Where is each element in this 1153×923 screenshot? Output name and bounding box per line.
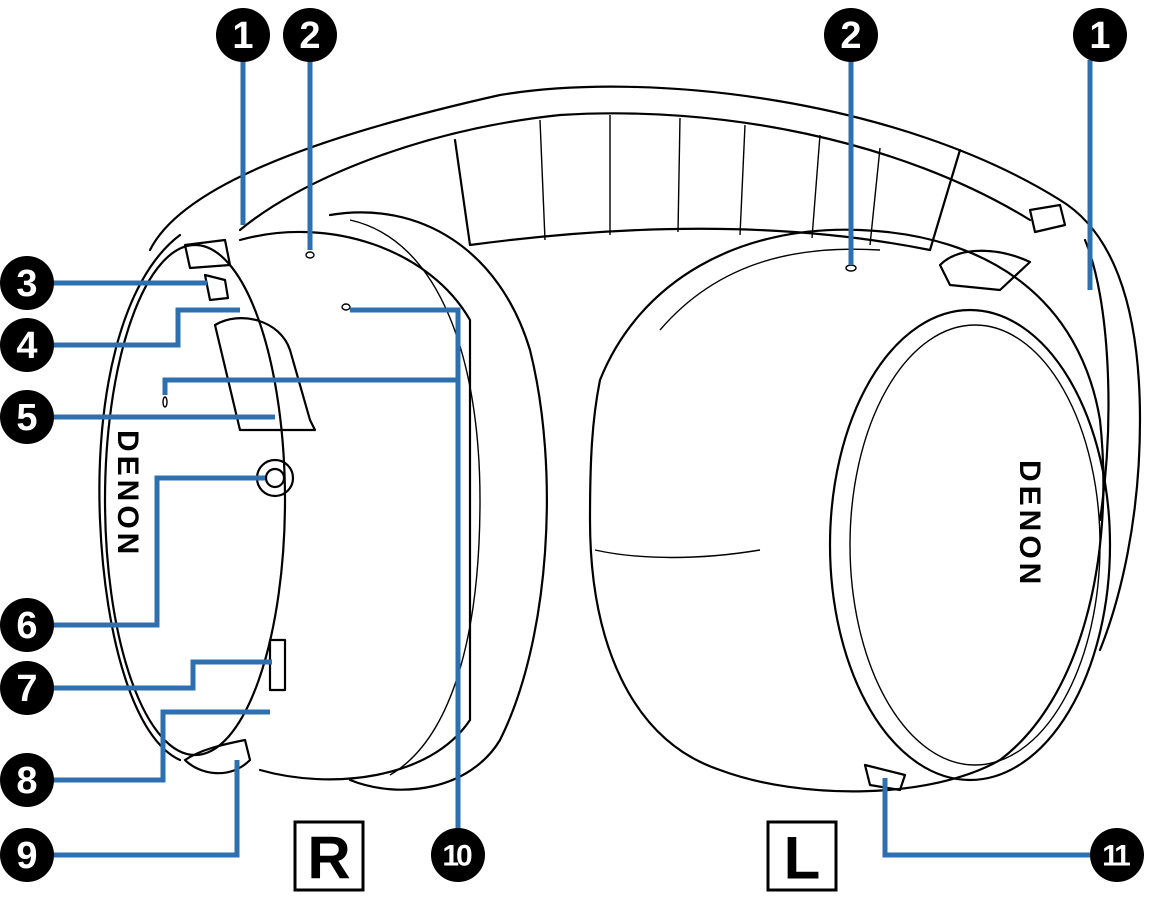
right-earcup: DENON	[98, 211, 548, 791]
svg-text:2: 2	[840, 15, 861, 57]
svg-text:6: 6	[16, 605, 37, 647]
svg-text:8: 8	[16, 760, 37, 802]
svg-text:4: 4	[16, 325, 37, 367]
callout-1-left: 1	[216, 8, 270, 62]
left-logo-text: DENON	[1013, 460, 1046, 588]
left-earcup: DENON	[588, 228, 1112, 793]
callout-3: 3	[0, 256, 54, 310]
callout-7: 7	[0, 661, 54, 715]
callout-2-left: 2	[283, 8, 337, 62]
svg-text:7: 7	[16, 668, 37, 710]
svg-text:L: L	[784, 825, 821, 892]
callout-2-right: 2	[824, 8, 878, 62]
svg-text:R: R	[307, 825, 350, 892]
callout-8: 8	[0, 753, 54, 807]
svg-text:9: 9	[16, 835, 37, 877]
left-side-label: L	[766, 820, 838, 892]
callout-4: 4	[0, 318, 54, 372]
callout-10: 10	[431, 828, 485, 882]
svg-text:2: 2	[299, 15, 320, 57]
right-logo-text: DENON	[111, 430, 144, 558]
svg-text:10: 10	[442, 840, 472, 873]
svg-text:11: 11	[1102, 840, 1130, 873]
svg-text:5: 5	[16, 397, 37, 439]
callout-9: 9	[0, 828, 54, 882]
svg-text:3: 3	[16, 263, 37, 305]
leader-lines	[52, 60, 1093, 858]
svg-text:1: 1	[232, 15, 253, 57]
callout-6: 6	[0, 598, 54, 652]
svg-text:1: 1	[1089, 15, 1110, 57]
callout-1-right: 1	[1073, 8, 1127, 62]
headband	[148, 85, 1142, 652]
callout-5: 5	[0, 390, 54, 444]
right-side-label: R	[293, 820, 365, 892]
callout-11: 11	[1090, 828, 1144, 882]
